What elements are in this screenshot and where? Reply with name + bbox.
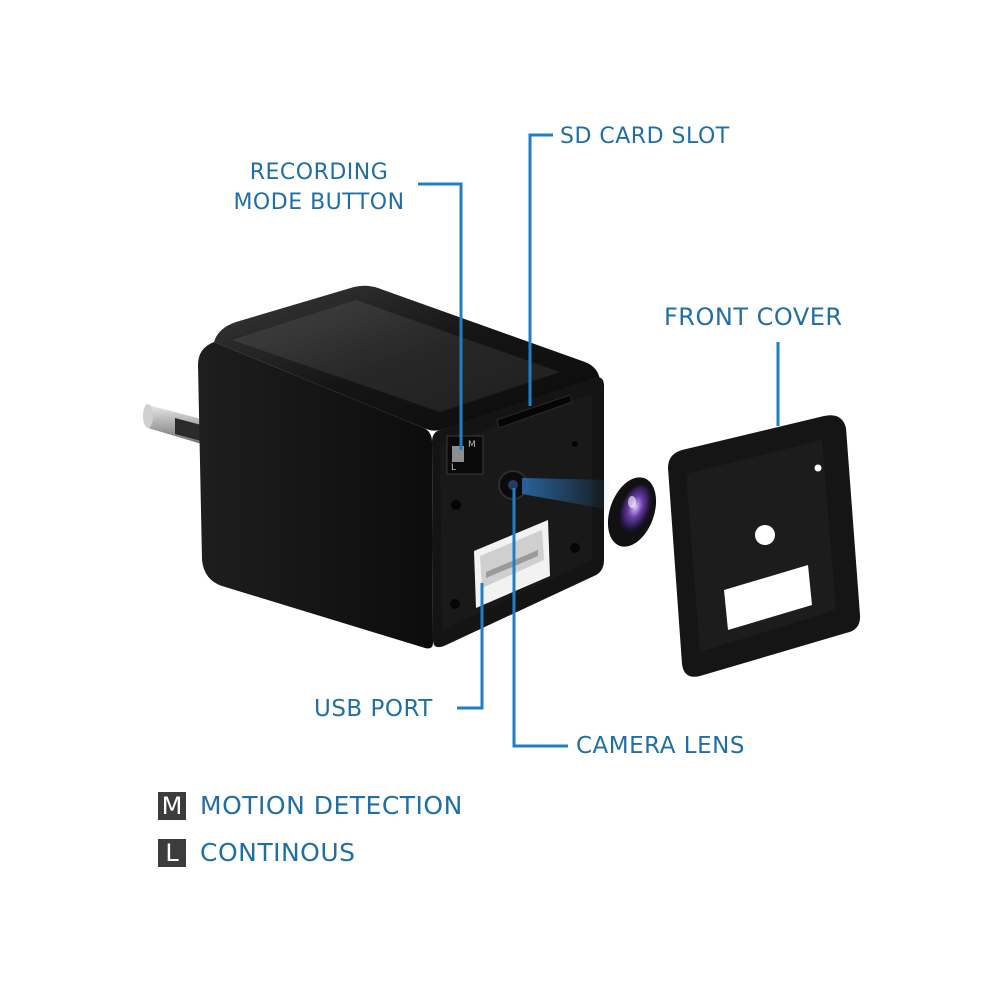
legend-badge-m: M bbox=[158, 791, 186, 820]
front-cover-plate bbox=[668, 415, 861, 677]
charger-camera-body bbox=[198, 285, 604, 649]
leader-camera-lens bbox=[512, 488, 568, 748]
switch-mark-m: M bbox=[468, 440, 476, 450]
sd-card-slot-opening bbox=[496, 394, 573, 429]
legend-badge-l: L bbox=[158, 838, 186, 867]
legend-row-motion: M MOTION DETECTION bbox=[158, 791, 463, 820]
front-panel-details bbox=[450, 394, 580, 609]
usb-port-label: USB PORT bbox=[314, 696, 433, 722]
recording-mode-switch: M L bbox=[446, 435, 484, 475]
camera-lens-label: CAMERA LENS bbox=[576, 733, 745, 759]
camera-lens-module bbox=[607, 477, 657, 547]
leader-usb-port bbox=[457, 583, 484, 710]
leader-recording-mode bbox=[418, 182, 463, 450]
recording-mode-button-label: RECORDING MODE BUTTON bbox=[228, 158, 410, 218]
switch-mark-l: L bbox=[451, 463, 456, 473]
callout-leader-lines bbox=[418, 133, 780, 748]
plug-pin bbox=[143, 404, 205, 445]
recording-mode-line1: RECORDING bbox=[249, 160, 389, 185]
leader-sd-card-slot bbox=[528, 133, 553, 406]
recording-mode-line2: MODE BUTTON bbox=[233, 190, 405, 215]
legend-text-continous: CONTINOUS bbox=[200, 838, 356, 867]
legend-text-motion-detection: MOTION DETECTION bbox=[200, 791, 463, 820]
front-cover-label: FRONT COVER bbox=[664, 303, 843, 331]
sd-card-slot-label: SD CARD SLOT bbox=[560, 124, 730, 149]
legend-row-continous: L CONTINOUS bbox=[158, 838, 356, 867]
lens-beam bbox=[522, 478, 612, 510]
usb-port-opening bbox=[474, 520, 550, 608]
